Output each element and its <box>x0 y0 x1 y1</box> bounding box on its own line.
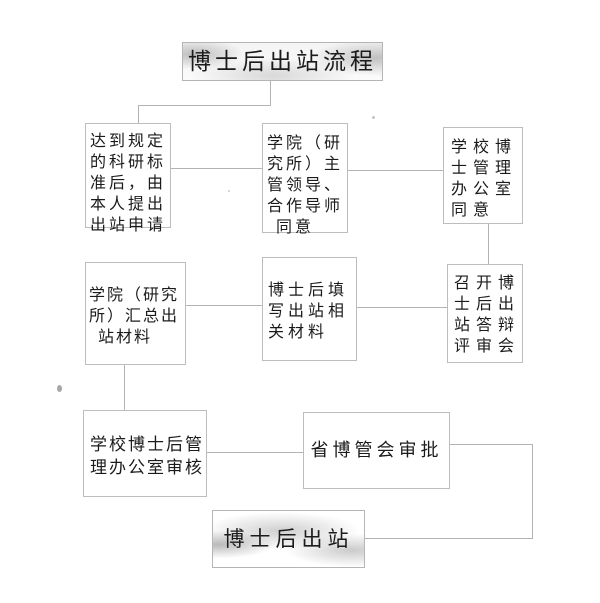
flowchart-end-text: 博士后出站 <box>223 527 354 551</box>
node-line: 准后，由 <box>90 175 167 192</box>
flowchart-title: 博士后出站流程 <box>182 42 383 81</box>
connector-step2-step3 <box>348 170 443 171</box>
node-provincial-approval: 省博管会审批 <box>303 412 450 489</box>
connector-step4-step5 <box>357 307 447 308</box>
connector-step8-right <box>450 444 532 445</box>
node-line: 士后出 <box>454 296 521 313</box>
node-line: 博士后填 <box>268 282 349 299</box>
node-line: 合作导师 <box>267 198 344 215</box>
connector-step7-step8 <box>207 452 303 453</box>
node-line: 同意 <box>276 219 315 236</box>
node-line: 达到规定 <box>90 133 167 150</box>
node-line: 学院（研 <box>267 135 344 152</box>
scan-speck <box>372 116 375 119</box>
connector-step5-step6 <box>186 305 262 306</box>
node-line: 管领导、 <box>267 177 344 194</box>
node-line: 士管理 <box>451 160 518 177</box>
node-line: 学校博士后管 <box>90 435 204 454</box>
node-line: 站材料 <box>98 329 153 346</box>
node-line: 学校博 <box>451 139 518 156</box>
node-line: 学院（研究 <box>89 287 180 304</box>
node-line: 理办公室审核 <box>90 458 204 477</box>
node-line: 写出站相 <box>268 303 349 320</box>
connector-step6-step7 <box>124 365 125 410</box>
node-defense-review-meeting: 召开博 士后出 站答辩 评审会 <box>447 264 523 363</box>
connector-into-end <box>365 538 533 539</box>
flowchart-end: 博士后出站 <box>212 510 365 568</box>
node-line: 评审会 <box>454 338 521 355</box>
node-fill-exit-materials: 博士后填 写出站相 关材料 <box>262 257 357 361</box>
node-line: 所）汇总出 <box>89 308 180 325</box>
connector-step8-down <box>532 444 533 538</box>
scan-speck <box>57 385 62 392</box>
node-line: 的科研标 <box>90 154 167 171</box>
node-line: 召开博 <box>454 275 521 292</box>
node-college-collect-materials: 学院（研究 所）汇总出 站材料 <box>85 262 186 365</box>
connector-step1-step2 <box>171 168 262 169</box>
connector-step3-step4 <box>488 224 489 264</box>
scan-speck <box>228 190 230 192</box>
node-line: 本人提出 <box>90 196 167 213</box>
connector-title-elbow <box>138 105 271 106</box>
node-line: 关材料 <box>268 324 329 341</box>
node-college-leader-approval: 学院（研 究所）主 管领导、 合作导师 同意 <box>262 123 348 236</box>
node-university-office-approval: 学校博 士管理 办公室 同意 <box>443 127 523 224</box>
node-line: 同意 <box>451 202 496 219</box>
flowchart-title-text: 博士后出站流程 <box>188 49 377 74</box>
node-line: 究所）主 <box>267 156 344 173</box>
node-line: 站答辩 <box>454 317 521 334</box>
connector-into-step1 <box>138 105 139 123</box>
node-line: 出站申请 <box>90 217 167 234</box>
node-line: 办公室 <box>451 181 518 198</box>
node-line: 省博管会审批 <box>310 440 443 460</box>
node-apply-for-exit: 达到规定 的科研标 准后，由 本人提出 出站申请 <box>85 123 171 234</box>
node-office-review: 学校博士后管 理办公室审核 <box>83 410 207 497</box>
connector-title-down <box>270 81 271 105</box>
